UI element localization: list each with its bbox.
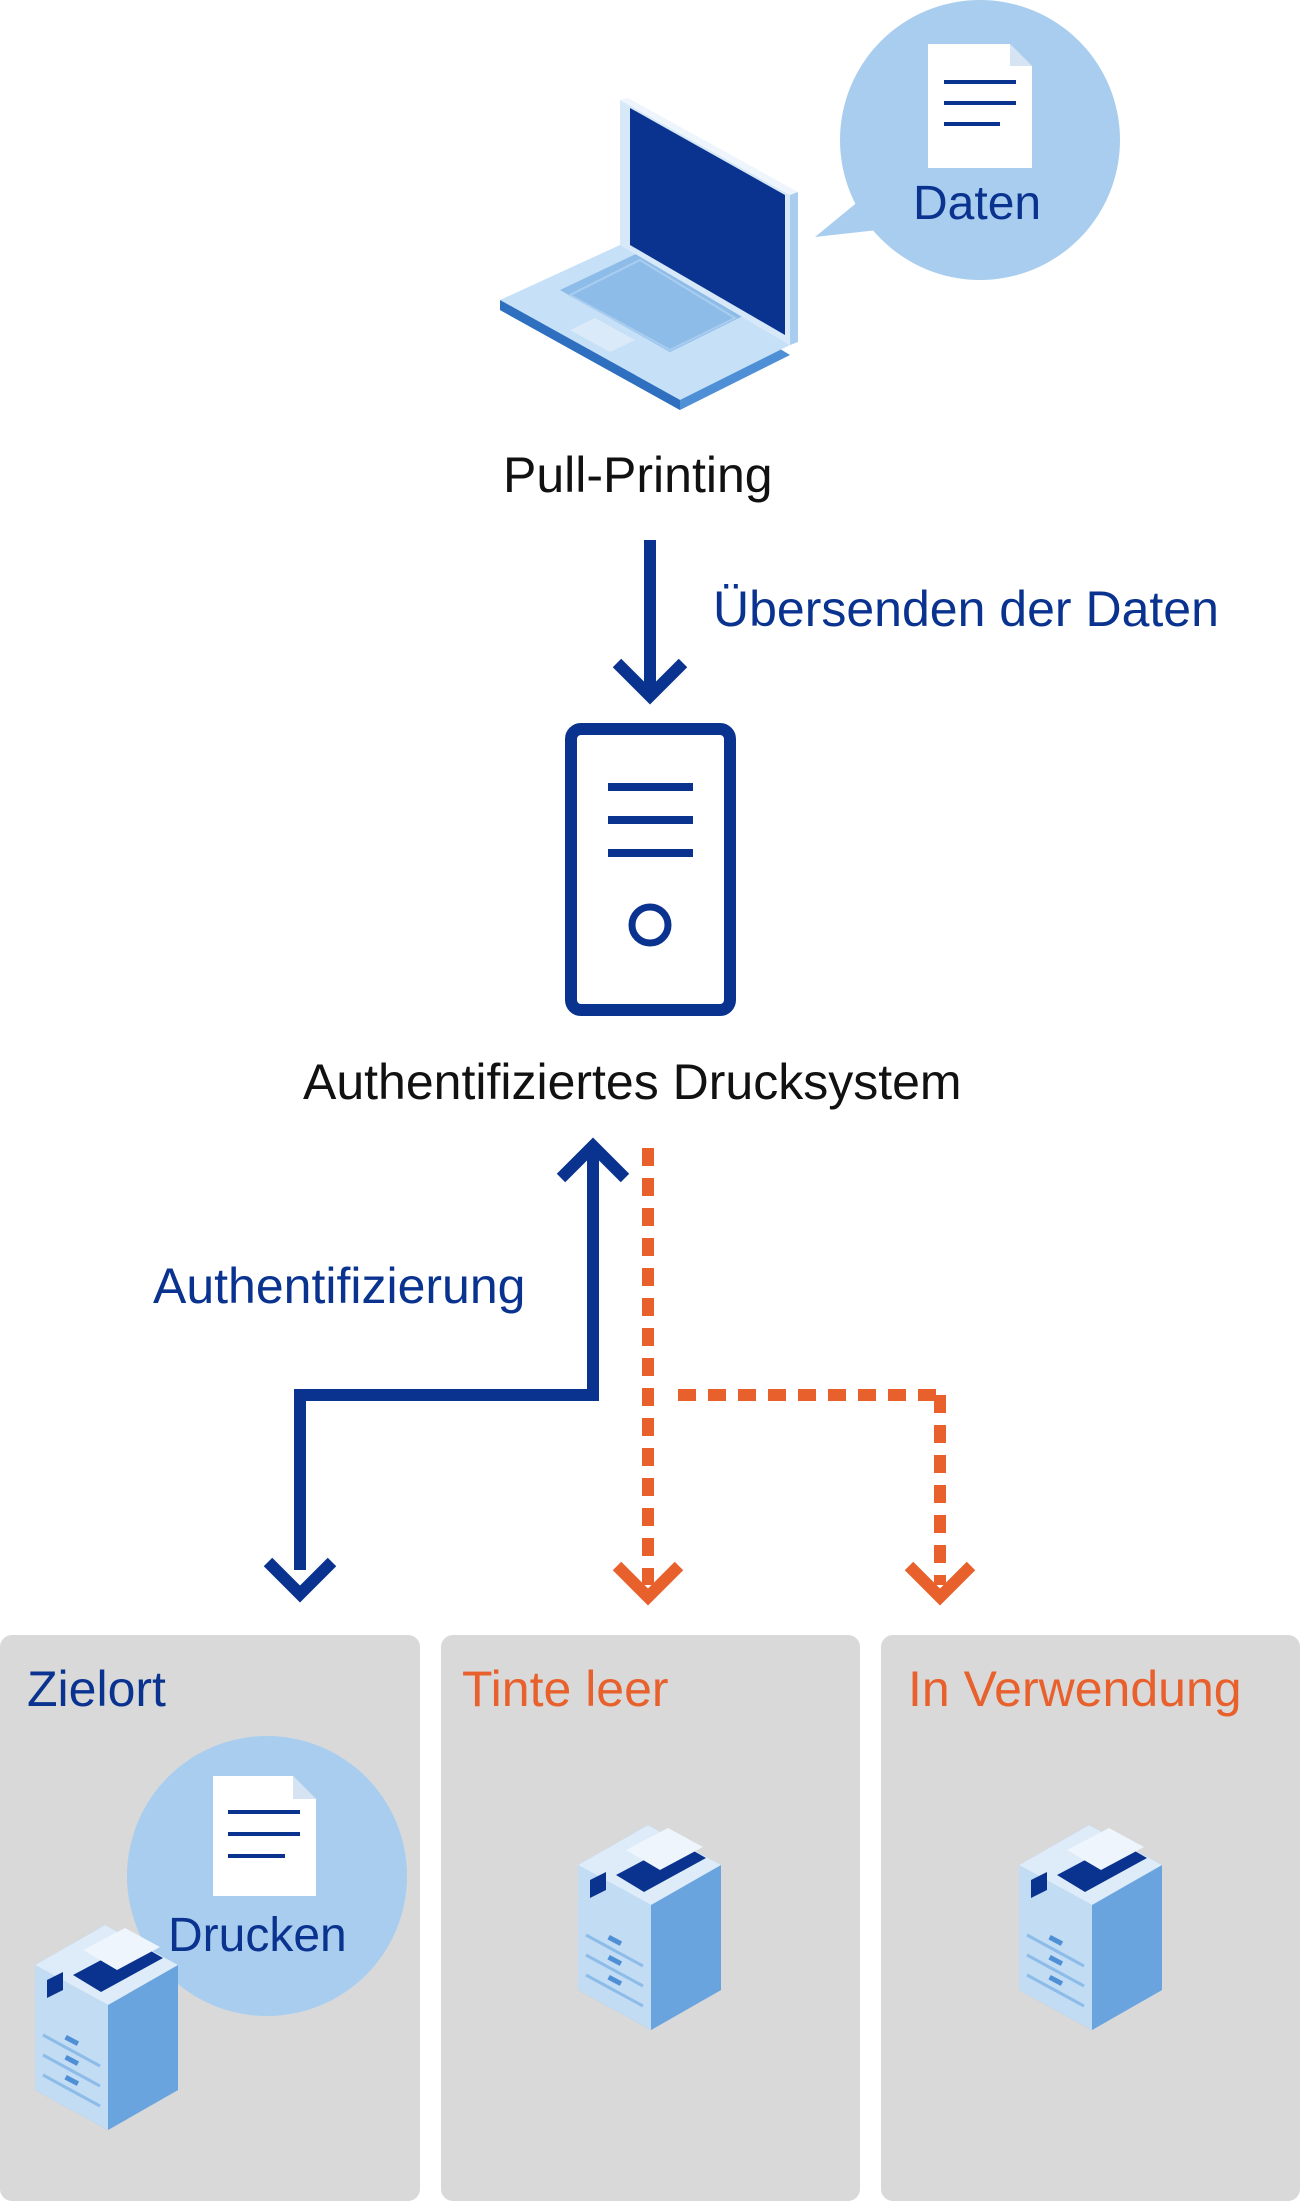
data-speech-bubble [815, 0, 1120, 280]
printer-status-zielort: Zielort [27, 1661, 166, 1717]
authentication-label: Authentifizierung [153, 1258, 526, 1314]
server-label: Authentifiziertes Drucksystem [303, 1054, 962, 1110]
document-icon [213, 1776, 316, 1896]
print-speech-bubble [127, 1736, 407, 2016]
pull-printing-label: Pull-Printing [503, 447, 773, 503]
printer-icon [1019, 1825, 1162, 2030]
transfer-label: Übersenden der Daten [713, 581, 1219, 637]
arrow-to-server [612, 540, 688, 705]
printer-icon [35, 1925, 178, 2130]
print-bubble-label: Drucken [168, 1909, 347, 1962]
laptop-icon [500, 98, 798, 410]
printer-status-in-verwendung: In Verwendung [908, 1661, 1242, 1717]
printer-icon [578, 1825, 721, 2030]
data-bubble-label: Daten [913, 177, 1042, 230]
unavailable-printer-arrows [612, 1148, 976, 1606]
authentication-arrow [263, 1137, 630, 1603]
printer-status-tinte-leer: Tinte leer [462, 1661, 669, 1717]
document-icon [928, 44, 1032, 168]
server-icon [565, 723, 736, 1016]
